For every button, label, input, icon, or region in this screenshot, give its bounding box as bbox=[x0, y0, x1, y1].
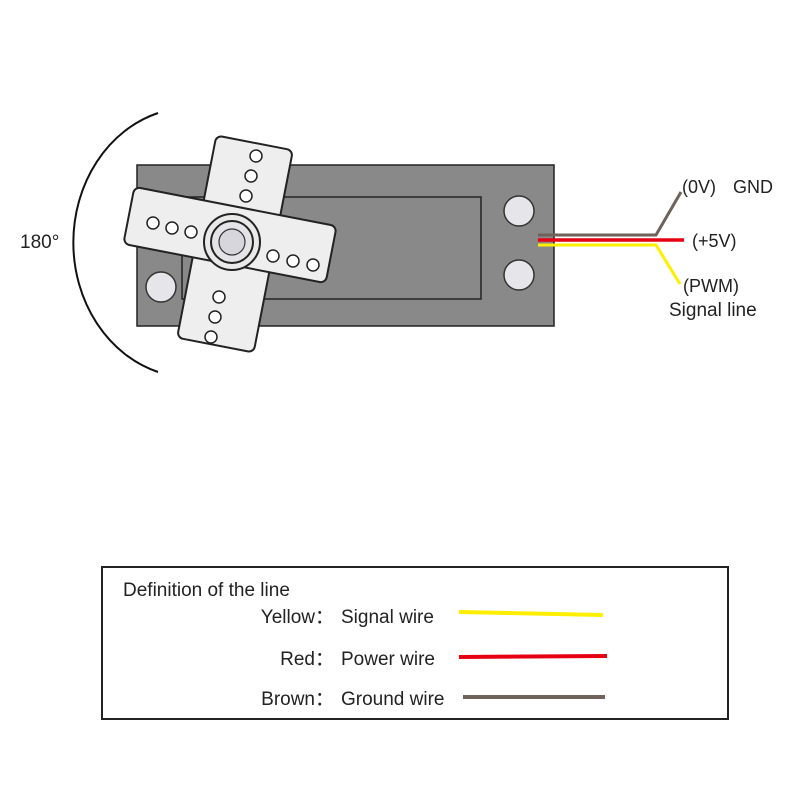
horn-hole bbox=[239, 189, 253, 203]
horn-hole bbox=[212, 290, 226, 304]
horn-hole bbox=[204, 330, 218, 344]
gnd-voltage-label: (0V) bbox=[682, 177, 716, 197]
horn-hole bbox=[306, 258, 320, 272]
horn-hole bbox=[208, 310, 222, 324]
horn-hole bbox=[249, 149, 263, 163]
angle-label: 180° bbox=[20, 232, 59, 253]
signal-line-label: Signal line bbox=[669, 300, 757, 321]
yellow-wire bbox=[538, 243, 682, 285]
horn-hole bbox=[184, 225, 198, 239]
horn-hole bbox=[244, 169, 258, 183]
wire-bundle bbox=[538, 191, 684, 285]
legend: Definition of the line Yellow： Signal wi… bbox=[101, 566, 729, 720]
mounting-hole-left bbox=[145, 271, 177, 303]
legend-row-yellow-meaning: Signal wire bbox=[341, 607, 434, 628]
horn-hole bbox=[286, 254, 300, 268]
horn-hole bbox=[165, 221, 179, 235]
legend-box bbox=[101, 566, 729, 720]
power-voltage-label: (+5V) bbox=[692, 231, 737, 251]
legend-title: Definition of the line bbox=[123, 580, 290, 601]
legend-row-red-color: Red： bbox=[280, 649, 334, 670]
servo-horn bbox=[123, 135, 337, 353]
brown-wire bbox=[538, 191, 683, 237]
pwm-label: (PWM) bbox=[683, 276, 739, 296]
legend-row-red-meaning: Power wire bbox=[341, 649, 435, 670]
legend-swatch-red bbox=[458, 654, 608, 659]
legend-row-brown-meaning: Ground wire bbox=[341, 689, 445, 710]
mounting-hole-bottom-right bbox=[503, 259, 535, 291]
mounting-hole-top-right bbox=[503, 195, 535, 227]
legend-row-yellow-color: Yellow： bbox=[261, 607, 334, 628]
horn-hub-screw bbox=[218, 228, 246, 256]
legend-swatch-yellow bbox=[458, 610, 604, 617]
horn-hole bbox=[146, 216, 160, 230]
rotation-arc bbox=[72, 112, 159, 373]
legend-row-brown-color: Brown： bbox=[261, 689, 334, 710]
horn-hole bbox=[266, 249, 280, 263]
gnd-label: GND bbox=[733, 177, 773, 197]
